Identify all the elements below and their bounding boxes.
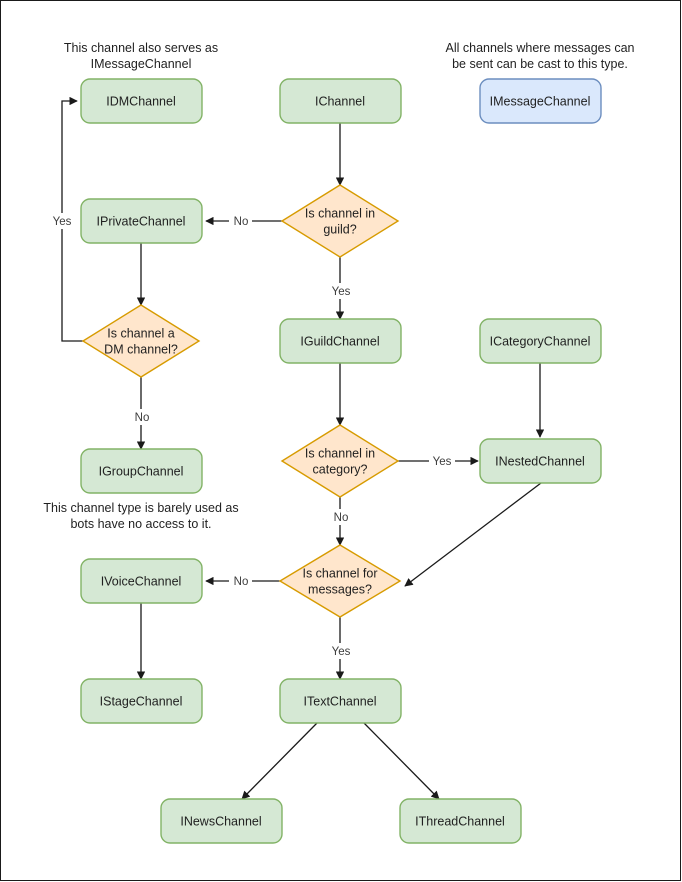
edge-label-dm-channel-no: No: [130, 409, 153, 425]
node-inewschannel-shape[interactable]: [160, 798, 283, 844]
decision-for-messages-line2: messages?: [308, 582, 372, 596]
node-igroupchannel[interactable]: IGroupChannel: [80, 448, 203, 494]
note-message-line2: be sent can be cast to this type.: [452, 57, 628, 71]
node-istagechannel-shape[interactable]: [80, 678, 203, 724]
node-ithreadchannel-shape[interactable]: [399, 798, 522, 844]
node-itextchannel-shape[interactable]: [279, 678, 402, 724]
edge-itextchannel-to-inewschannel: [241, 722, 318, 800]
node-icategorychannel-shape[interactable]: [479, 318, 602, 364]
node-ithreadchannel-label: IThreadChannel: [415, 814, 505, 828]
decision-in-category-shape[interactable]: [280, 424, 400, 498]
node-idmchannel-label: IDMChannel: [106, 94, 175, 108]
note-dm-channel: This channel also serves as IMessageChan…: [64, 41, 218, 71]
node-istagechannel-label: IStageChannel: [100, 694, 183, 708]
decision-in-guild-line2: guild?: [323, 222, 356, 236]
node-icategorychannel[interactable]: ICategoryChannel: [479, 318, 602, 364]
node-iguildchannel-shape[interactable]: [279, 318, 402, 364]
decision-dm-channel-line1: Is channel a: [107, 326, 174, 340]
note-message-channel: All channels where messages can be sent …: [446, 41, 635, 71]
edge-label-for-messages-no: No: [229, 573, 252, 589]
node-ichannel[interactable]: IChannel: [279, 78, 402, 124]
node-iprivatechannel-shape[interactable]: [80, 198, 203, 244]
edge-label-in-category-no: No: [329, 509, 352, 525]
note-group-line2: bots have no access to it.: [70, 517, 211, 531]
node-ivoicechannel-shape[interactable]: [80, 558, 203, 604]
edge-label-in-guild-no: No: [229, 213, 252, 229]
edge-label-text: Yes: [332, 646, 351, 658]
node-inewschannel-label: INewsChannel: [180, 814, 261, 828]
node-idmchannel[interactable]: IDMChannel: [80, 78, 203, 124]
node-igroupchannel-shape[interactable]: [80, 448, 203, 494]
edge-label-in-guild-yes: Yes: [328, 283, 354, 299]
node-ithreadchannel[interactable]: IThreadChannel: [399, 798, 522, 844]
decision-dm-channel-shape[interactable]: [81, 304, 201, 378]
node-inestedchannel-label: INestedChannel: [495, 454, 585, 468]
node-imessagechannel[interactable]: IMessageChannel: [479, 78, 602, 124]
edge-inestedchannel-to-for-messages: [404, 482, 542, 587]
note-dm-line1: This channel also serves as: [64, 41, 218, 55]
node-iguildchannel[interactable]: IGuildChannel: [279, 318, 402, 364]
node-iprivatechannel[interactable]: IPrivateChannel: [80, 198, 203, 244]
edge-label-text: No: [334, 512, 349, 524]
node-idmchannel-shape[interactable]: [80, 78, 203, 124]
node-itextchannel-label: ITextChannel: [304, 694, 377, 708]
node-ivoicechannel-label: IVoiceChannel: [101, 574, 182, 588]
decision-for-messages-shape[interactable]: [278, 544, 402, 618]
node-istagechannel[interactable]: IStageChannel: [80, 678, 203, 724]
node-imessagechannel-shape[interactable]: [479, 78, 602, 124]
edge-label-text: Yes: [332, 286, 351, 298]
node-inestedchannel[interactable]: INestedChannel: [479, 438, 602, 484]
node-iprivatechannel-label: IPrivateChannel: [97, 214, 186, 228]
node-ichannel-label: IChannel: [315, 94, 365, 108]
note-group-line1: This channel type is barely used as: [43, 501, 238, 515]
note-dm-line2: IMessageChannel: [91, 57, 192, 71]
node-inestedchannel-shape[interactable]: [479, 438, 602, 484]
note-group-channel: This channel type is barely used as bots…: [43, 501, 238, 531]
decision-in-category-line2: category?: [313, 462, 368, 476]
decision-for-messages-line1: Is channel for: [302, 566, 377, 580]
decision-dm-channel-line2: DM channel?: [104, 342, 178, 356]
decision-in-guild-shape[interactable]: [280, 184, 400, 258]
edge-label-text: Yes: [53, 216, 72, 228]
node-inewschannel[interactable]: INewsChannel: [160, 798, 283, 844]
node-imessagechannel-label: IMessageChannel: [490, 94, 591, 108]
note-message-line1: All channels where messages can: [446, 41, 635, 55]
node-igroupchannel-label: IGroupChannel: [99, 464, 184, 478]
decision-in-guild-line1: Is channel in: [305, 206, 375, 220]
node-iguildchannel-label: IGuildChannel: [300, 334, 379, 348]
node-icategorychannel-label: ICategoryChannel: [490, 334, 591, 348]
edge-itextchannel-to-ithreadchannel: [363, 722, 440, 800]
edge-label-text: No: [135, 412, 150, 424]
edge-label-text: No: [234, 576, 249, 588]
decision-in-guild[interactable]: Is channel in guild?: [280, 184, 400, 258]
decision-in-category-line1: Is channel in: [305, 446, 375, 460]
decision-dm-channel[interactable]: Is channel a DM channel?: [81, 304, 201, 378]
edge-label-text: Yes: [433, 456, 452, 468]
edge-label-text: No: [234, 216, 249, 228]
node-ivoicechannel[interactable]: IVoiceChannel: [80, 558, 203, 604]
edge-label-for-messages-yes: Yes: [328, 643, 354, 659]
node-itextchannel[interactable]: ITextChannel: [279, 678, 402, 724]
decision-in-category[interactable]: Is channel in category?: [280, 424, 400, 498]
edge-label-in-category-yes: Yes: [429, 453, 455, 469]
node-ichannel-shape[interactable]: [279, 78, 402, 124]
decision-for-messages[interactable]: Is channel for messages?: [278, 544, 402, 618]
edge-label-dm-channel-yes: Yes: [49, 213, 75, 229]
